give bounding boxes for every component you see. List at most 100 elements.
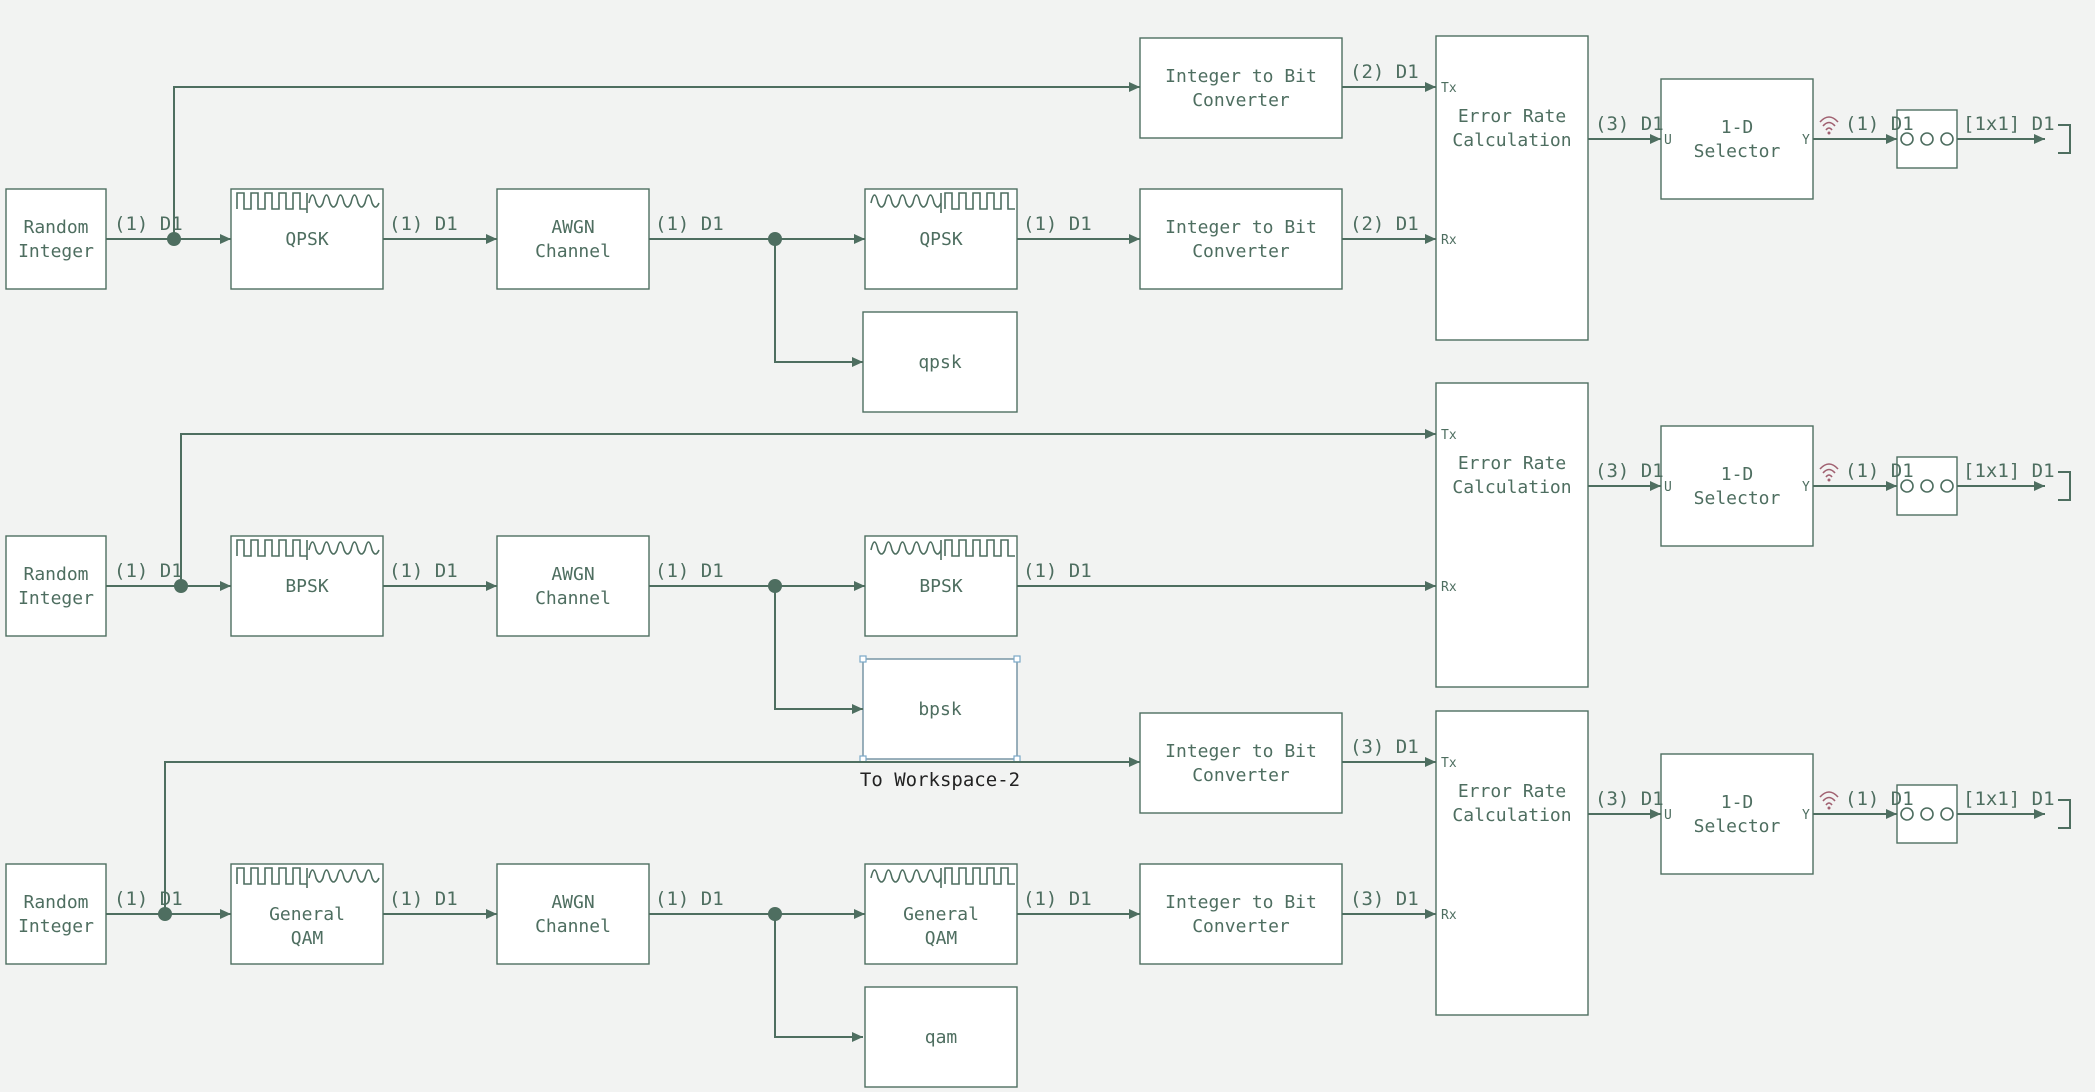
branch-to-error-rate-tx-line[interactable] [180,433,1436,586]
block-name-caption: To Workspace-2 [860,769,1020,791]
to-workspace-block-label: qam [925,1027,958,1048]
arrowhead [486,581,497,591]
arrowhead [2034,134,2045,144]
signal-dimension-label: (3) D1 [1595,113,1664,135]
display-block[interactable] [1896,456,1958,516]
sine-to-square-wave-icon [870,192,1015,213]
signal-dimension-label: (3) D1 [1350,736,1419,758]
arrowhead [1886,134,1897,144]
signal-dimension-label: (1) D1 [389,888,458,910]
wireless-signal-icon [1819,791,1839,810]
signal-dimension-label: (2) D1 [1350,213,1419,235]
demodulator-block-label: BPSK [919,576,963,597]
signal-dimension-label: (1) D1 [1845,460,1914,482]
arrowhead [220,234,231,244]
signal-dimension-label: (3) D1 [1595,460,1664,482]
display-circles-icon [1900,479,1954,493]
branch-to-tx-converter-line[interactable] [164,761,1140,914]
arrowhead [486,234,497,244]
port-label: U [1664,808,1672,823]
arrowhead [1129,909,1140,919]
signal-dimension-label: (1) D1 [655,213,724,235]
to-workspace-block[interactable]: qpsk [862,311,1018,413]
port-label: Y [1802,480,1810,495]
modulator-block-label: QPSK [285,229,329,250]
arrowhead [1425,82,1436,92]
arrowhead [1425,234,1436,244]
branch-to-workspace-line[interactable] [774,914,863,1038]
signal-dimension-label: (1) D1 [1845,788,1914,810]
to-workspace-block[interactable]: bpsk [859,655,1021,763]
port-label: U [1664,480,1672,495]
arrowhead [854,234,865,244]
port-label: Tx [1441,428,1457,443]
arrowhead [220,909,231,919]
sine-to-square-wave-icon [870,867,1015,888]
port-label: Y [1802,133,1810,148]
arrowhead [1650,481,1661,491]
resize-handle[interactable] [859,655,867,663]
arrowhead [1129,234,1140,244]
branch-to-workspace-line[interactable] [774,586,863,710]
display-circles-icon [1900,132,1954,146]
modulator-block-label: BPSK [285,576,329,597]
bracket-terminator-icon [2058,471,2071,501]
signal-dimension-label: (3) D1 [1350,888,1419,910]
to-workspace-block[interactable]: qam [864,986,1018,1088]
signal-dimension-label: (2) D1 [1350,61,1419,83]
arrowhead [852,704,863,714]
resize-handle[interactable] [1013,655,1021,663]
arrowhead [854,581,865,591]
branch-to-workspace-line[interactable] [774,239,863,363]
signal-dimension-label: (1) D1 [1023,888,1092,910]
bracket-terminator-icon [2058,799,2071,829]
port-label: Tx [1441,81,1457,96]
port-label: Rx [1441,233,1457,248]
arrowhead [1886,809,1897,819]
signal-dimension-label: (1) D1 [1023,213,1092,235]
arrowhead [1650,809,1661,819]
square-to-sine-wave-icon [236,539,380,560]
arrowhead [1650,134,1661,144]
wireless-signal-icon [1819,463,1839,482]
branch-to-tx-converter-line[interactable] [173,86,1140,239]
signal-dimension-label: (3) D1 [1595,788,1664,810]
square-to-sine-wave-icon [236,192,380,213]
arrowhead [1129,82,1140,92]
arrowhead [220,581,231,591]
port-label: Rx [1441,908,1457,923]
signal-dimension-label: (1) D1 [114,888,183,910]
port-label: Y [1802,808,1810,823]
to-workspace-block-label: qpsk [918,352,962,373]
arrowhead [1425,757,1436,767]
arrowhead [1886,481,1897,491]
